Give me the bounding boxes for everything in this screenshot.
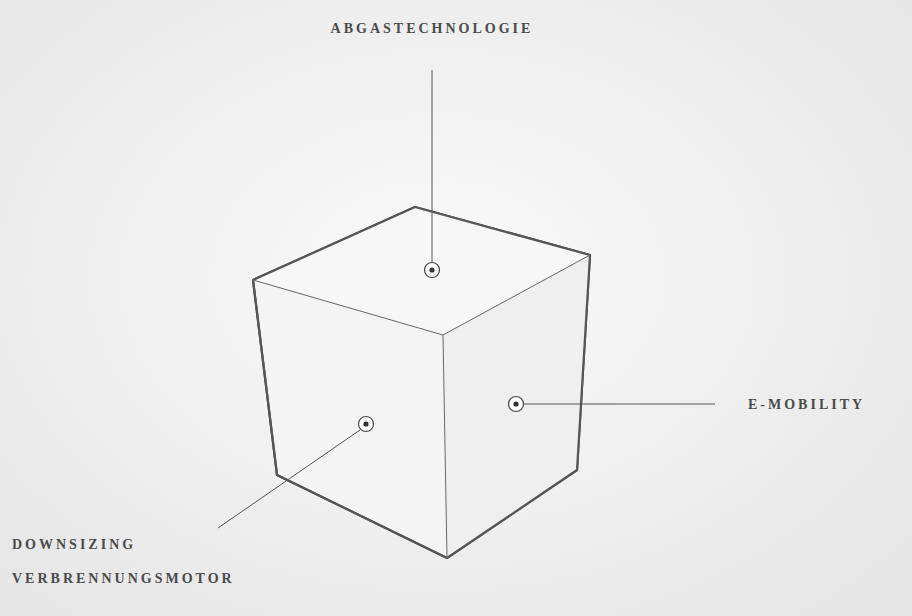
cube (253, 207, 590, 558)
callout-dots (359, 263, 524, 432)
callout-label: E-MOBILITY (748, 388, 865, 422)
leader-lines (218, 70, 715, 528)
callout-label: DOWNSIZING VERBRENNUNGSMOTOR (12, 528, 282, 596)
callout-label: ABGASTECHNOLOGIE (331, 12, 534, 46)
